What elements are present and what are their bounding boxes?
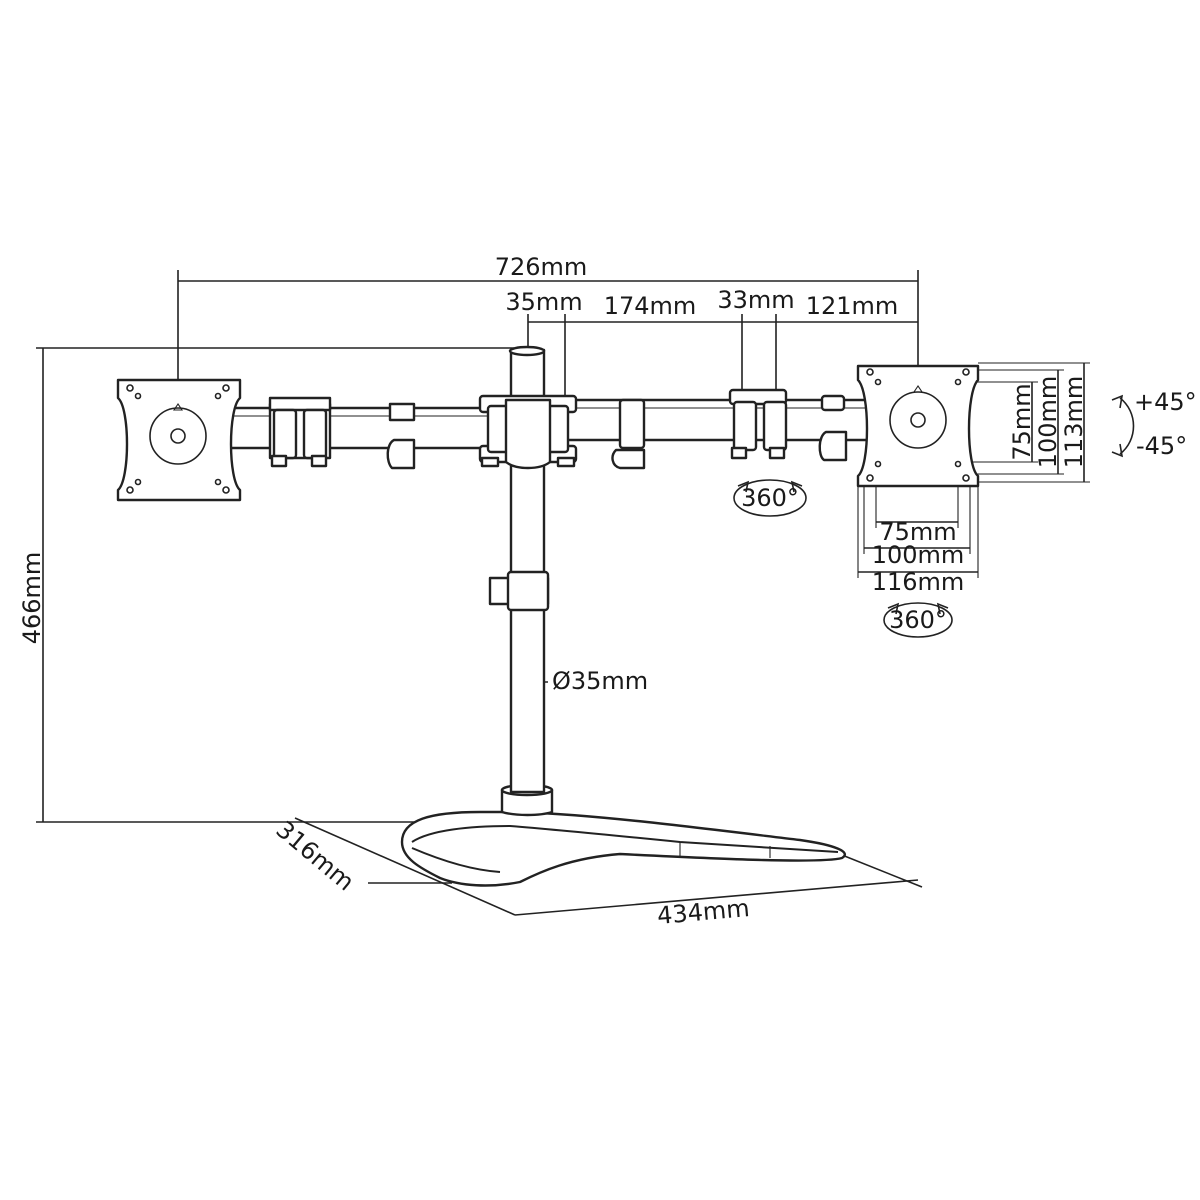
height-label: 466mm [18,552,46,645]
base [400,783,846,887]
plate-width-label: 116mm [872,568,965,596]
vesa-h-medium-label: 100mm [872,541,965,569]
right-arm-joint [728,388,788,460]
left-vesa-plate [116,378,242,502]
right-vesa-plate [856,364,980,488]
vesa-v-medium-label: 100mm [1034,376,1062,469]
tilt-symbol: +45° -45° [1111,388,1197,460]
pole-diameter-label: Ø35mm [552,667,648,695]
plate-height-label: 113mm [1060,376,1088,469]
vesa-h-small-label: 75mm [879,518,956,546]
pole-width-label: 35mm [505,288,582,316]
arm-swivel-label: 360° [741,484,799,512]
vesa-v-small-label: 75mm [1008,383,1036,460]
plate-rotation-symbol: 360° [883,602,953,638]
right-cable-clip [611,398,646,470]
central-hub [478,394,578,470]
tilt-down-label: -45° [1136,432,1187,460]
arm-swivel-symbol: 360° [733,479,807,517]
base-width-label: 434mm [656,894,751,930]
joint-label: 33mm [717,286,794,314]
inner-arm-label: 174mm [604,292,697,320]
left-cable-clip [386,402,416,470]
overall-width-label: 726mm [495,253,588,281]
tilt-up-label: +45° [1134,388,1197,416]
pole [488,345,550,794]
outer-cable-clip [818,394,848,462]
outer-arm-label: 121mm [806,292,899,320]
left-arm-joint [268,396,332,468]
dimension-lines [36,270,1090,916]
plate-rotation-label: 360° [889,606,947,634]
